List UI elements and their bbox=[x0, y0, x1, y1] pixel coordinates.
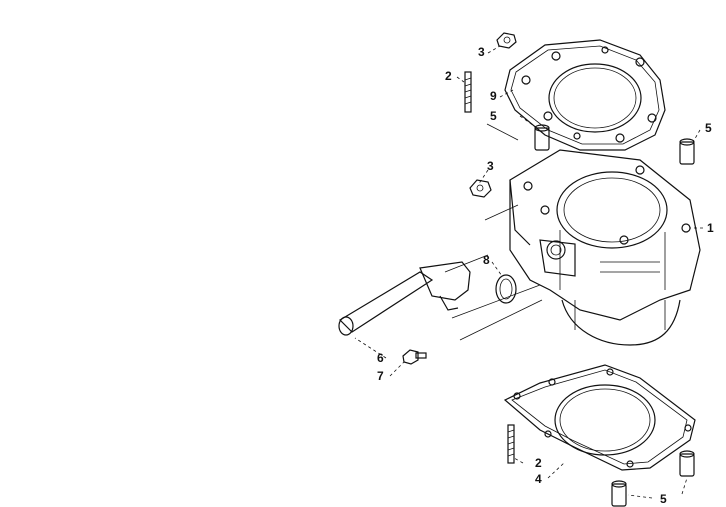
callout-7: 7 bbox=[377, 369, 384, 383]
dowel-pin-c bbox=[679, 450, 695, 477]
callout-5-upper-right: 5 bbox=[705, 121, 712, 135]
bolt bbox=[402, 349, 427, 365]
callout-2-bottom: 2 bbox=[535, 456, 542, 470]
callout-8: 8 bbox=[483, 253, 490, 267]
callout-6: 6 bbox=[377, 351, 384, 365]
assembly-lines bbox=[444, 123, 543, 341]
leader-lines bbox=[354, 45, 703, 499]
stud-top bbox=[464, 71, 472, 113]
callout-9: 9 bbox=[490, 89, 497, 103]
dowel-pin-b bbox=[679, 138, 695, 165]
water-pipe bbox=[338, 261, 471, 336]
nut-middle bbox=[469, 179, 492, 198]
callout-5-upper-left: 5 bbox=[490, 109, 497, 123]
head-gasket bbox=[504, 39, 666, 151]
base-gasket bbox=[503, 364, 696, 471]
o-ring bbox=[495, 274, 517, 304]
nut-top bbox=[496, 32, 517, 49]
callout-4: 4 bbox=[535, 472, 542, 486]
callout-3-middle: 3 bbox=[487, 159, 494, 173]
dowel-pin-a bbox=[534, 124, 550, 151]
callout-2-top: 2 bbox=[445, 69, 452, 83]
callout-5-bottom: 5 bbox=[660, 492, 667, 506]
dowel-pin-d bbox=[611, 480, 627, 507]
stud-bottom bbox=[507, 424, 515, 464]
cylinder bbox=[509, 149, 701, 346]
callout-3-top: 3 bbox=[478, 45, 485, 59]
callout-1: 1 bbox=[707, 221, 714, 235]
